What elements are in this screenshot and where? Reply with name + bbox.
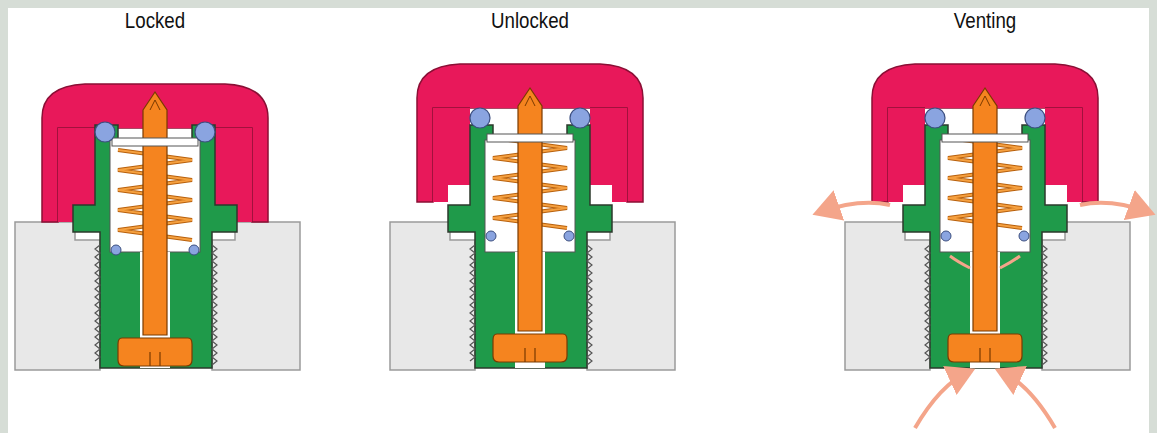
unlocked-valve: [390, 64, 675, 370]
view-title: Venting: [954, 8, 1016, 34]
view-title: Unlocked: [491, 8, 569, 34]
locked-valve: [15, 84, 300, 370]
venting-valve: [820, 64, 1148, 428]
view-title: Locked: [125, 8, 185, 34]
